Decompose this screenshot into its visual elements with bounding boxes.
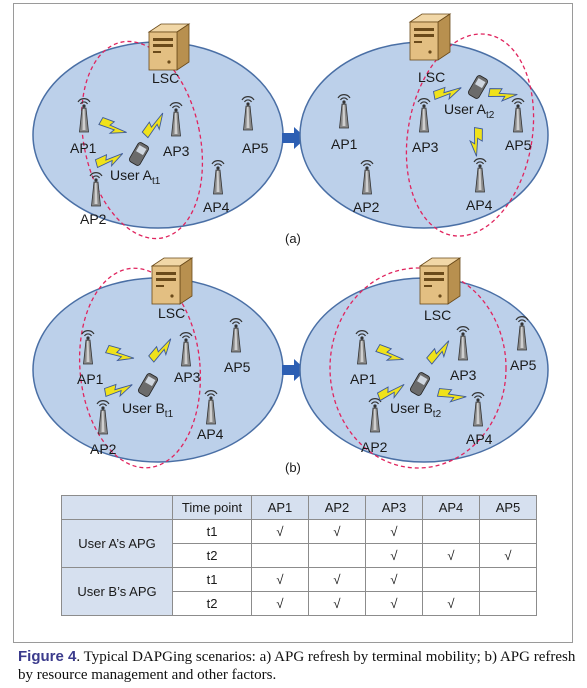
- user-b-t2-label: User Bt2: [390, 400, 442, 420]
- time-point-cell: t2: [172, 543, 252, 568]
- table-cell: [422, 519, 480, 544]
- user-a-t1-label: User At1: [110, 167, 161, 187]
- ap2-label: AP2: [90, 441, 117, 457]
- table-cell: √: [251, 567, 309, 592]
- table-header-cell: AP3: [365, 495, 423, 520]
- table-cell: [479, 567, 537, 592]
- ap1-label: AP1: [331, 136, 358, 152]
- table-cell: [479, 591, 537, 616]
- table-cell: √: [365, 567, 423, 592]
- table-cell: [251, 543, 309, 568]
- lsc-label: LSC: [158, 305, 185, 321]
- table-cell: √: [308, 567, 366, 592]
- lsc-label: LSC: [424, 307, 451, 323]
- table-cell: [308, 543, 366, 568]
- table-cell: [479, 519, 537, 544]
- time-point-cell: t2: [172, 591, 252, 616]
- ap4-label: AP4: [466, 431, 493, 447]
- ap1-label: AP1: [77, 371, 104, 387]
- apg-group-a2: [405, 33, 535, 237]
- row-user-label: User A’s APG: [61, 519, 173, 568]
- server-icon: [409, 13, 451, 61]
- table-header-cell: Time point: [172, 495, 252, 520]
- time-point-cell: t1: [172, 519, 252, 544]
- diagram: LSC AP1 AP3 AP5 AP2 AP4 User At1 LSC AP1…: [32, 13, 549, 475]
- ap4-label: AP4: [203, 199, 230, 215]
- ap4-label: AP4: [197, 426, 224, 442]
- ap3-label: AP3: [163, 143, 190, 159]
- table-cell: √: [365, 591, 423, 616]
- table-header-row: Time point AP1 AP2 AP3 AP4 AP5: [61, 495, 537, 520]
- ap3-label: AP3: [412, 139, 439, 155]
- table-cell: [422, 567, 480, 592]
- server-icon: [419, 257, 461, 305]
- table-header-cell: AP4: [422, 495, 480, 520]
- panel-b-label: (b): [285, 460, 301, 475]
- table-cell: √: [365, 543, 423, 568]
- ap5-label: AP5: [224, 359, 251, 375]
- ap5-label: AP5: [505, 137, 532, 153]
- table-cell: √: [251, 519, 309, 544]
- table-header-cell: [61, 495, 173, 520]
- ap4-label: AP4: [466, 197, 493, 213]
- table-cell: √: [251, 591, 309, 616]
- table-cell: √: [422, 543, 480, 568]
- ap1-label: AP1: [350, 371, 377, 387]
- table-header-cell: AP1: [251, 495, 309, 520]
- table-cell: √: [308, 591, 366, 616]
- ap3-label: AP3: [174, 369, 201, 385]
- ap5-label: AP5: [510, 357, 537, 373]
- ap2-label: AP2: [353, 199, 380, 215]
- lsc-label: LSC: [418, 69, 445, 85]
- table-cell: √: [479, 543, 537, 568]
- ap5-label: AP5: [242, 140, 269, 156]
- caption-text: . Typical DAPGing scenarios: a) APG refr…: [18, 649, 576, 683]
- panel-a-label: (a): [285, 231, 301, 246]
- user-b-t1-label: User Bt1: [122, 400, 174, 420]
- time-point-cell: t1: [172, 567, 252, 592]
- table-cell: √: [365, 519, 423, 544]
- ap3-label: AP3: [450, 367, 477, 383]
- table-cell: √: [308, 519, 366, 544]
- table-row: t2 √ √ √ √: [62, 591, 537, 616]
- apg-group-a1: [80, 40, 204, 240]
- row-user-label: User B’s APG: [61, 567, 173, 616]
- figure-label: Figure 4: [18, 648, 77, 665]
- table-header-cell: AP2: [308, 495, 366, 520]
- server-icon: [148, 23, 190, 71]
- apg-group-b2: [329, 267, 507, 469]
- table-row: User B’s APG t1 √ √ √: [61, 567, 537, 616]
- apg-group-b1: [78, 267, 202, 469]
- lsc-label: LSC: [152, 70, 179, 86]
- figure-caption: Figure 4. Typical DAPGing scenarios: a) …: [18, 648, 578, 684]
- user-a-t2-label: User At2: [444, 101, 495, 121]
- ap2-label: AP2: [361, 439, 388, 455]
- table-row: User A’s APG t1 √ √ √: [61, 519, 537, 568]
- apg-table: Time point AP1 AP2 AP3 AP4 AP5 User A’s …: [61, 495, 537, 616]
- ap2-label: AP2: [80, 211, 107, 227]
- ap1-label: AP1: [70, 140, 97, 156]
- server-icon: [151, 257, 193, 305]
- table-header-cell: AP5: [479, 495, 537, 520]
- table-cell: √: [422, 591, 480, 616]
